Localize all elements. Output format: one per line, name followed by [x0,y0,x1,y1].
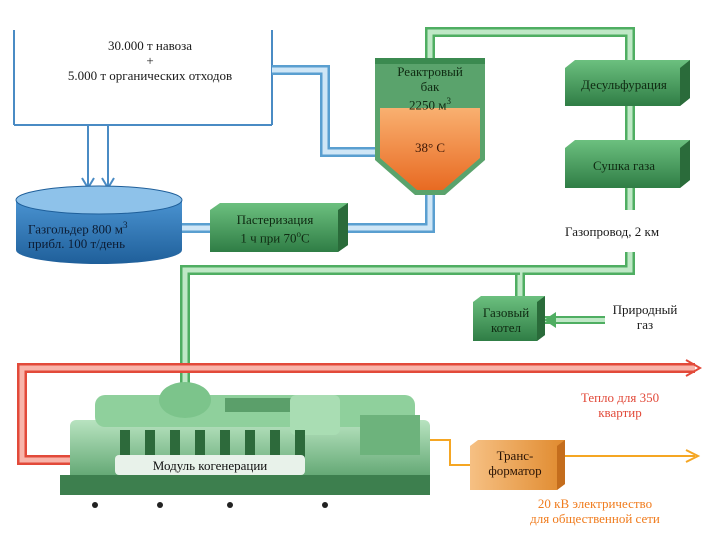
electricity-line2: для общественной сети [530,511,660,526]
heat-output-line2: квартир [598,405,642,420]
natural-gas-line2: газ [636,317,654,332]
gas-boiler-line2: котел [491,320,521,335]
gas-drying-box [565,140,690,188]
natural-gas-label: Природный газ [605,302,685,332]
green-pipe-to-cogeneration [180,265,605,395]
pipeline-label: Газопровод, 2 км [565,224,660,239]
organic-waste-amount: 5.000 т органических отходов [67,68,233,83]
heat-output-line1: Тепло для 350 [580,390,660,405]
transformer-line2: форматор [488,463,542,478]
red-heat-pipe [17,359,703,465]
manure-amount: 30.000 т навоза [107,38,193,53]
reactor-subtitle: бак [420,79,440,94]
heat-output-label: Тепло для 350 квартир [565,390,675,420]
transformer-line1: Транс- [496,448,534,463]
pasteurization-title: Пастеризация [236,212,314,227]
transformer-label: Транс- форматор [472,448,558,478]
cogeneration-label: Модуль когенерации [152,458,268,473]
reactor-label: Реактровый бак 2250 м3 [377,64,483,112]
input-label: 30.000 т навоза + 5.000 т органических о… [30,38,270,83]
gas-holder-tank [15,185,183,264]
celsius-mark: С [301,230,310,246]
gas-holder-unit-sup: 3 [122,220,128,230]
pasteurization-box [210,203,348,252]
pasteurization-label: Пастеризация 1 ч при 70оС [212,212,338,245]
blue-pipe-to-reactor [272,65,378,157]
gas-drying-label: Сушка газа [592,158,655,173]
green-pipe-reactor-to-desulfurization [425,27,635,298]
reactor-title: Реактровый [397,64,463,79]
gas-holder-throughput: прибл. 100 т/день [28,236,126,252]
gas-holder-label: Газгольдер 800 м3 прибл. 100 т/день [28,218,127,251]
gas-boiler-label: Газовый котел [473,305,539,335]
degree-sup: о [296,229,302,239]
pasteurization-condition: 1 ч при 70 [240,230,297,246]
desulfurization-label: Десульфурация [581,77,667,92]
plus-sign: + [146,53,154,68]
orange-electric-line [420,439,701,466]
transformer-box [470,440,565,490]
natural-gas-line1: Природный [612,302,678,317]
desulfurization-box [565,60,690,106]
gas-boiler-line1: Газовый [482,305,530,320]
cogeneration-engine [60,382,430,508]
electricity-line1: 20 кВ электричество [537,496,653,511]
gas-holder-volume: Газгольдер 800 м [28,221,123,237]
gas-boiler-box [473,296,545,341]
electricity-label: 20 кВ электричество для общественной сет… [495,496,695,526]
reactor-tank [375,58,485,195]
reactor-temperature: 38° С [414,140,446,155]
reactor-unit-sup: 3 [446,96,451,106]
reactor-volume: 2250 м [409,97,447,113]
